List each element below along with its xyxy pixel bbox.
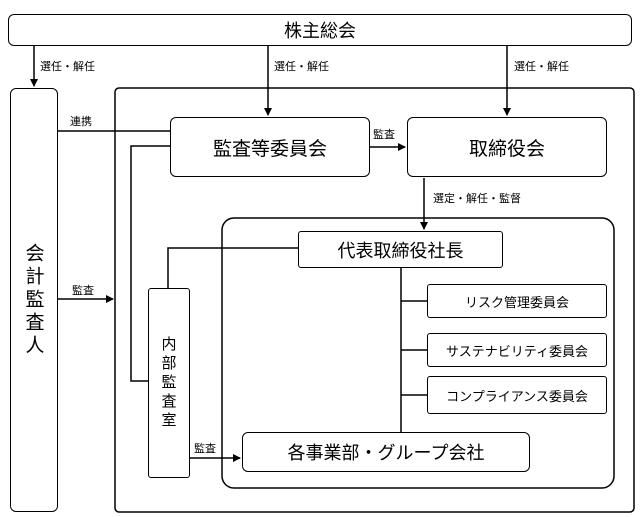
board-box: 取締役会 — [407, 117, 607, 177]
audit-committee-label: 監査等委員会 — [212, 137, 327, 160]
departments-box: 各事業部・グループ会社 — [242, 432, 530, 472]
label-elect-audit-committee: 選任・解任 — [274, 60, 329, 73]
label-elect-board: 選任・解任 — [514, 60, 569, 73]
internal-audit-box: 内部監査室 — [148, 288, 190, 478]
departments-label: 各事業部・グループ会社 — [287, 443, 485, 464]
label-elect-auditor: 選任・解任 — [40, 60, 95, 73]
compliance-committee-box: コンプライアンス委員会 — [427, 376, 607, 414]
label-auditor-audit: 監査 — [72, 284, 94, 297]
compliance-committee-label: コンプライアンス委員会 — [446, 389, 588, 405]
label-internal-audit-to-departments: 監査 — [194, 442, 216, 455]
risk-committee-label: リスク管理委員会 — [464, 295, 569, 311]
auditor-box: 会計監査人 — [10, 88, 58, 512]
internal-audit-label: 内部監査室 — [159, 335, 178, 431]
sustainability-committee-box: サステナビリティ委員会 — [427, 333, 607, 367]
shareholders-box: 株主総会 — [8, 14, 632, 46]
sustainability-committee-label: サステナビリティ委員会 — [446, 344, 588, 360]
label-audit-committee-to-board: 監査 — [373, 128, 395, 141]
audit-committee-box: 監査等委員会 — [170, 117, 370, 177]
label-board-to-president: 選定・解任・監督 — [433, 192, 521, 205]
risk-committee-box: リスク管理委員会 — [427, 284, 607, 318]
auditor-label: 会計監査人 — [22, 242, 45, 358]
line-president-internal — [167, 247, 298, 288]
board-label: 取締役会 — [468, 137, 545, 160]
shareholders-label: 株主総会 — [284, 21, 356, 42]
executive-frame — [221, 217, 615, 489]
label-cooperation: 連携 — [70, 115, 92, 128]
line-audit-committee-internal — [130, 145, 170, 382]
president-box: 代表取締役社長 — [298, 231, 503, 268]
company-frame — [114, 87, 635, 513]
president-label: 代表取締役社長 — [337, 240, 464, 262]
